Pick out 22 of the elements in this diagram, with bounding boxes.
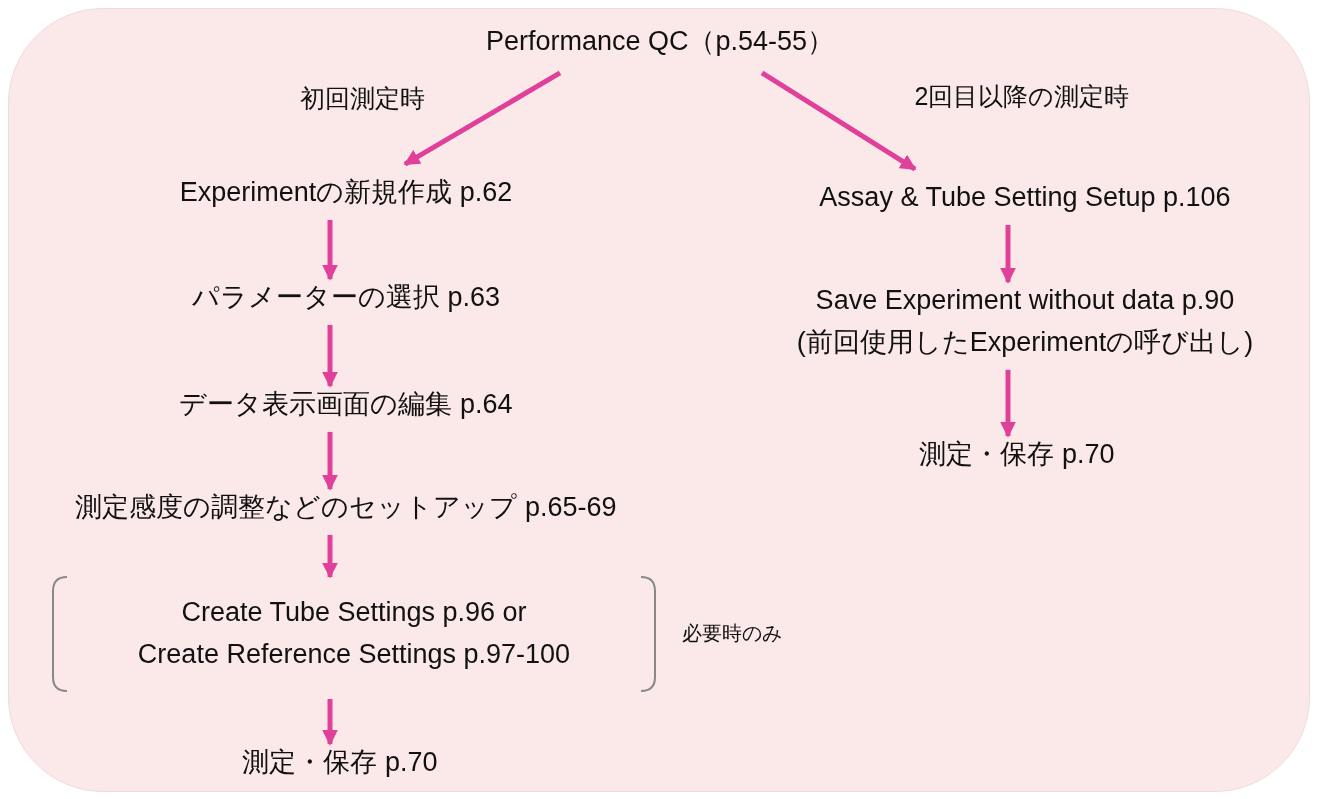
step-label: (前回使用したExperimentの呼び出し) bbox=[796, 326, 1254, 359]
step-label: Assay & Tube Setting Setup p.106 bbox=[819, 177, 1231, 219]
step-label: 測定・保存 p.70 bbox=[919, 434, 1115, 476]
arrow bbox=[760, 70, 917, 172]
arrow bbox=[322, 219, 338, 281]
arrow bbox=[1000, 224, 1016, 284]
arrow bbox=[322, 324, 338, 388]
arrow bbox=[322, 431, 338, 491]
arrow bbox=[322, 699, 338, 746]
step-label: Save Experiment without data p.90 bbox=[814, 284, 1236, 318]
step-label: 測定・保存 p.70 bbox=[242, 742, 438, 784]
step-label: Performance QC（p.54-55） bbox=[485, 21, 835, 63]
step-label: データ表示画面の編集 p.64 bbox=[179, 384, 513, 426]
step-label: パラメーターの選択 p.63 bbox=[191, 277, 501, 319]
step-label: Experimentの新規作成 p.62 bbox=[179, 172, 513, 214]
step-label: Create Reference Settings p.97-100 bbox=[136, 638, 572, 671]
arrow bbox=[403, 70, 562, 167]
step-label: 測定感度の調整などのセットアップ p.65-69 bbox=[75, 487, 617, 529]
step-label: Create Tube Settings p.96 or bbox=[180, 596, 528, 630]
arrow bbox=[1000, 369, 1016, 438]
note-text: 必要時のみ bbox=[682, 621, 782, 646]
arrow bbox=[322, 534, 338, 579]
